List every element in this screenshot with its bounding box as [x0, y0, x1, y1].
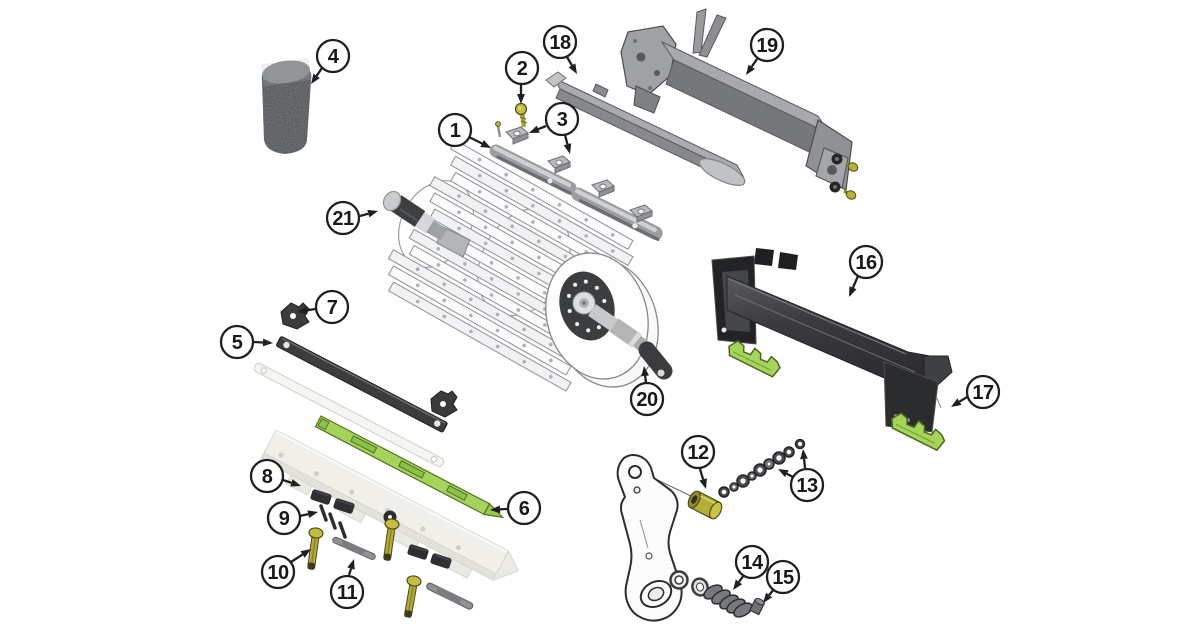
- frame-bolts: [829, 153, 859, 200]
- callout-number-10: 10: [267, 562, 289, 584]
- callout-circle-14: [734, 544, 770, 580]
- knife-bolts: [303, 510, 423, 620]
- rotor-shaft-left: [382, 190, 471, 258]
- callout-circle-20: [629, 381, 665, 417]
- callout-3: 3: [529, 101, 580, 154]
- callout-14: 14: [733, 544, 770, 590]
- callout-15: 15: [763, 559, 801, 603]
- wear-plate-left: [723, 337, 785, 379]
- callout-number-7: 7: [327, 297, 338, 319]
- deflector-bar: [545, 71, 746, 186]
- callout-number-3: 3: [557, 109, 568, 131]
- callout-number-8: 8: [262, 466, 273, 488]
- callout-circle-6: [506, 490, 542, 526]
- callout-number-15: 15: [772, 567, 794, 589]
- callout-circle-15: [765, 559, 801, 595]
- callout-6: 6: [490, 490, 542, 526]
- roll-pins: [319, 504, 347, 539]
- callout-number-18: 18: [549, 32, 571, 54]
- callout-circle-21: [325, 200, 361, 236]
- clamp-bracket: [280, 302, 310, 330]
- callout-number-12: 12: [687, 442, 709, 464]
- callout-19: 19: [746, 27, 785, 75]
- callout-circle-16: [848, 244, 884, 280]
- callout-circle-17: [965, 374, 1001, 410]
- foam-roller: [261, 60, 312, 154]
- carriage-bolt: [514, 102, 528, 128]
- support-frame-arm: [620, 8, 859, 200]
- cutterbar: [260, 429, 520, 582]
- clamp-bar: [276, 336, 448, 433]
- rub-rail-segments: [495, 121, 658, 240]
- callout-circle-1: [437, 112, 473, 148]
- callout-circle-12: [680, 434, 716, 470]
- compression-spring: [703, 584, 753, 618]
- swath-pan: [711, 248, 953, 433]
- callout-circle-9: [266, 500, 302, 536]
- callout-number-9: 9: [279, 508, 290, 530]
- knife-bar-green: [314, 415, 505, 519]
- callout-circle-10: [260, 554, 296, 590]
- clamp-bracket-2: [430, 390, 458, 418]
- callout-circle-11: [329, 574, 365, 610]
- callout-number-14: 14: [741, 552, 764, 574]
- rotor-shaft-right: [588, 304, 673, 380]
- callout-number-2: 2: [517, 58, 528, 80]
- callout-number-19: 19: [756, 35, 778, 57]
- callout-number-5: 5: [232, 332, 243, 354]
- callout-number-16: 16: [855, 252, 877, 274]
- callout-circle-13: [789, 467, 825, 503]
- tensioner-lever-arm: [616, 454, 696, 622]
- callout-9: 9: [266, 500, 318, 536]
- callout-number-6: 6: [519, 498, 530, 520]
- callout-number-13: 13: [796, 475, 818, 497]
- callout-18: 18: [542, 24, 578, 74]
- callout-circle-3: [544, 101, 580, 137]
- washer-stack: [718, 438, 806, 498]
- callout-circle-8: [249, 458, 285, 494]
- callout-number-20: 20: [636, 389, 658, 411]
- callout-10: 10: [260, 549, 311, 590]
- seal-strip: [253, 362, 445, 467]
- callout-8: 8: [249, 458, 301, 494]
- conditioner-rotor-drum: [382, 139, 673, 392]
- callout-11: 11: [329, 559, 365, 610]
- callout-20: 20: [629, 366, 665, 417]
- callout-number-1: 1: [450, 120, 461, 142]
- callout-17: 17: [951, 374, 1001, 410]
- lever-bushings: [669, 570, 709, 597]
- callout-12: 12: [680, 434, 716, 489]
- callout-1: 1: [437, 112, 491, 148]
- callout-7: 7: [297, 289, 350, 325]
- callout-circle-7: [314, 289, 350, 325]
- callout-2: 2: [504, 50, 540, 104]
- callout-16: 16: [848, 244, 884, 297]
- pivot-bushing: [687, 490, 723, 520]
- callout-circle-18: [542, 24, 578, 60]
- callout-number-4: 4: [328, 46, 340, 68]
- callout-number-11: 11: [337, 582, 358, 604]
- callout-5: 5: [219, 324, 273, 360]
- callout-4: 4: [311, 38, 351, 84]
- callout-13: 13: [778, 449, 825, 503]
- callout-21: 21: [325, 200, 378, 236]
- callout-circle-5: [219, 324, 255, 360]
- callout-circle-2: [504, 50, 540, 86]
- callout-number-21: 21: [332, 208, 354, 230]
- spring-nut: [749, 597, 765, 616]
- callout-number-17: 17: [972, 382, 994, 404]
- callout-circle-19: [749, 27, 785, 63]
- callout-circle-4: [315, 38, 351, 74]
